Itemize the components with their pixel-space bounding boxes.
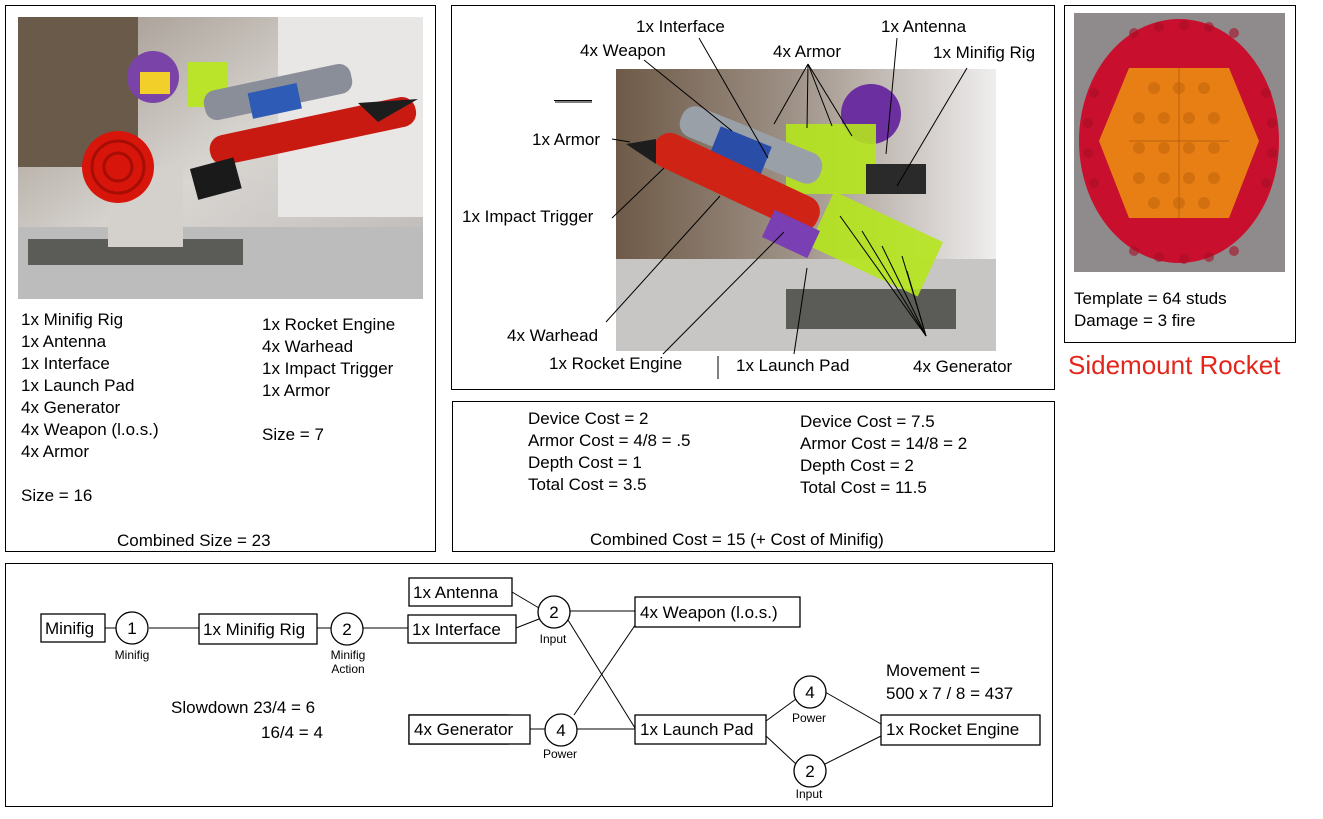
callout-launch-pad: 1x Launch Pad: [736, 356, 850, 375]
rocket-panel: 1x Interface 1x Antenna 4x Weapon 4x Arm…: [451, 5, 1055, 390]
svg-text:4: 4: [556, 721, 565, 740]
node-launch-pad: 1x Launch Pad: [634, 714, 767, 745]
flow-edges: [105, 591, 882, 765]
list-item: 1x Minifig Rig: [21, 310, 124, 329]
node-minifig-rig: 1x Minifig Rig: [198, 613, 318, 645]
flow-panel: Minifig 1 Minifig 1x Minifig Rig 2 Minif…: [5, 563, 1053, 807]
minifig-photo: [18, 17, 423, 299]
svg-text:2: 2: [342, 620, 351, 639]
svg-text:Power: Power: [543, 747, 577, 761]
list-item: Device Cost = 2: [528, 409, 649, 428]
svg-text:2: 2: [805, 762, 814, 781]
svg-text:Power: Power: [792, 711, 826, 725]
callout-minifig-rig: 1x Minifig Rig: [933, 43, 1036, 62]
svg-text:1: 1: [127, 619, 136, 638]
slowdown-line-1: Slowdown 23/4 = 6: [171, 698, 315, 717]
callout-interface: 1x Interface: [636, 17, 725, 36]
list-item: 4x Weapon (l.o.s.): [21, 420, 159, 439]
movement-line-1: Movement =: [886, 661, 980, 680]
list-item: Armor Cost = 14/8 = 2: [800, 434, 968, 453]
list-item: Device Cost = 7.5: [800, 412, 935, 431]
port-power: 4 Power: [543, 713, 578, 761]
callout-armor-4: 4x Armor: [773, 42, 842, 61]
list-item: 1x Armor: [262, 381, 331, 400]
list-item: 1x Impact Trigger: [262, 359, 394, 378]
node-interface: 1x Interface: [407, 614, 517, 644]
callout-weapon: 4x Weapon: [580, 41, 666, 60]
svg-text:1x Interface: 1x Interface: [412, 620, 501, 639]
list-item: Armor Cost = 4/8 = .5: [528, 431, 691, 450]
cost-list-rocket: Device Cost = 7.5 Armor Cost = 14/8 = 2 …: [800, 411, 967, 499]
list-item: 1x Rocket Engine: [262, 315, 396, 334]
list-item: Total Cost = 3.5: [528, 475, 647, 494]
port-minifig: 1 Minifig: [115, 611, 150, 662]
port-minifig-action: 2 Minifig Action: [330, 612, 366, 676]
svg-text:1x Minifig Rig: 1x Minifig Rig: [203, 620, 305, 639]
callout-warhead: 4x Warhead: [507, 326, 599, 345]
node-generator: 4x Generator: [408, 714, 531, 745]
svg-text:2: 2: [549, 603, 558, 622]
callout-rocket-engine: 1x Rocket Engine: [549, 354, 683, 373]
node-minifig: Minifig: [40, 613, 106, 643]
minifig-parts-list: 1x Minifig Rig 1x Antenna 1x Interface 1…: [21, 309, 159, 463]
list-item: 4x Warhead: [262, 337, 354, 356]
list-item: 4x Armor: [21, 442, 90, 461]
minifig-size: Size = 16: [21, 486, 93, 505]
slowdown-line-2: 16/4 = 4: [261, 723, 323, 742]
list-item: Total Cost = 11.5: [800, 478, 927, 497]
template-text: Template = 64 studs: [1074, 289, 1227, 308]
node-label: Minifig: [45, 619, 94, 638]
callout-impact-trigger: 1x Impact Trigger: [462, 207, 594, 226]
rocket-parts-list: 1x Rocket Engine 4x Warhead 1x Impact Tr…: [262, 314, 395, 402]
port-input-engine: 2 Input: [793, 754, 827, 801]
damage-text: Damage = 3 fire: [1074, 311, 1196, 330]
cost-panel: Device Cost = 2 Armor Cost = 4/8 = .5 De…: [452, 401, 1055, 552]
svg-text:1x Rocket Engine: 1x Rocket Engine: [886, 720, 1019, 739]
combined-cost: Combined Cost = 15 (+ Cost of Minifig): [590, 530, 884, 549]
svg-text:Input: Input: [540, 632, 567, 646]
rocket-size: Size = 7: [262, 425, 324, 444]
svg-text:Minifig: Minifig: [331, 648, 366, 662]
list-item: Depth Cost = 2: [800, 456, 914, 475]
svg-text:4x Weapon (l.o.s.): 4x Weapon (l.o.s.): [640, 603, 778, 622]
list-item: Depth Cost = 1: [528, 453, 642, 472]
port-input: 2 Input: [537, 595, 571, 646]
flow-diagram: Minifig 1 Minifig 1x Minifig Rig 2 Minif…: [40, 577, 1041, 801]
svg-text:4: 4: [805, 683, 814, 702]
svg-text:1x Launch Pad: 1x Launch Pad: [640, 720, 753, 739]
list-item: 1x Interface: [21, 354, 110, 373]
template-photo: [1074, 13, 1285, 272]
list-item: 4x Generator: [21, 398, 121, 417]
divider: [554, 100, 592, 101]
svg-text:1x Antenna: 1x Antenna: [413, 583, 499, 602]
node-antenna: 1x Antenna: [408, 577, 513, 607]
callout-leader-lines: [555, 37, 968, 379]
list-item: 1x Launch Pad: [21, 376, 135, 395]
template-panel: Template = 64 studs Damage = 3 fire: [1064, 5, 1296, 343]
svg-text:Minifig: Minifig: [115, 648, 150, 662]
svg-text:Action: Action: [331, 662, 364, 676]
list-item: 1x Antenna: [21, 332, 107, 351]
node-weapon: 4x Weapon (l.o.s.): [634, 596, 801, 628]
combined-size: Combined Size = 23: [117, 531, 271, 550]
minifig-panel: 1x Minifig Rig 1x Antenna 1x Interface 1…: [5, 5, 436, 552]
svg-text:4x Generator: 4x Generator: [414, 720, 514, 739]
port-power-engine: 4 Power: [792, 675, 827, 725]
svg-text:Input: Input: [796, 787, 823, 801]
callout-antenna: 1x Antenna: [881, 17, 967, 36]
node-rocket-engine: 1x Rocket Engine: [880, 714, 1041, 746]
movement-line-2: 500 x 7 / 8 = 437: [886, 684, 1013, 703]
page-title: Sidemount Rocket: [1068, 350, 1281, 380]
callout-armor-1: 1x Armor: [532, 130, 601, 149]
callout-generator: 4x Generator: [913, 357, 1013, 376]
cost-list-minifig: Device Cost = 2 Armor Cost = 4/8 = .5 De…: [528, 408, 691, 496]
